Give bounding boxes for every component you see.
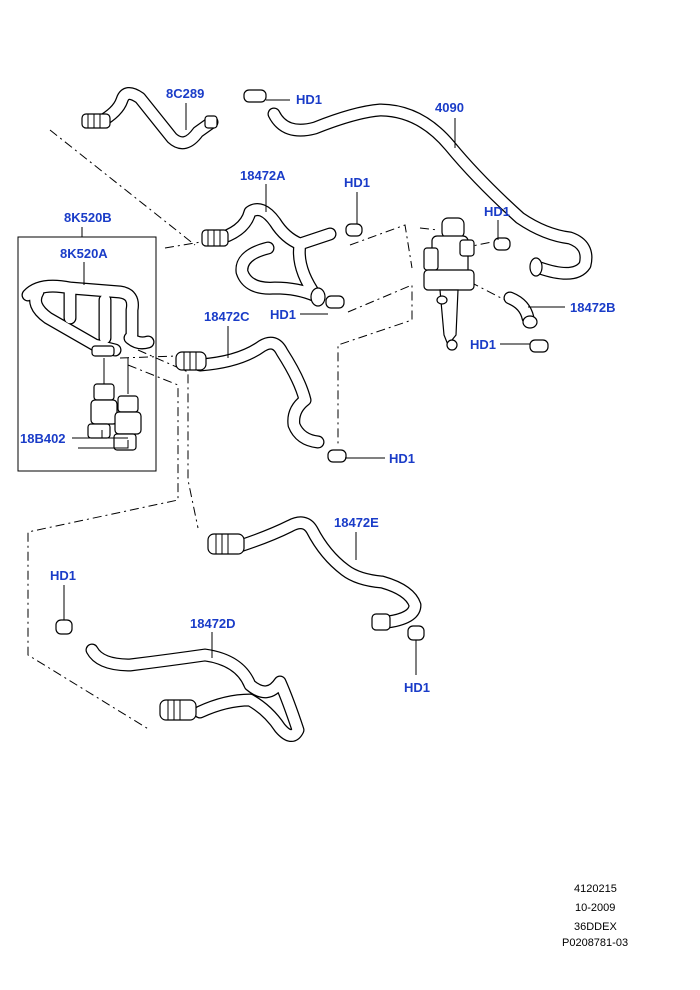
footer-line-4: P0208781-03 [562,937,628,949]
label-hd1[interactable]: HD1 [484,204,510,219]
label-hd1[interactable]: HD1 [296,92,322,107]
fitting-ribs [183,352,197,370]
hose-clip [204,115,218,129]
hd1-clamp[interactable] [325,295,345,309]
footer-line-1: 4120215 [574,883,617,895]
fitting-ribs [87,114,101,128]
hose-end-fitting [207,533,245,555]
hose-18472b[interactable] [503,291,538,329]
hd1-clamp[interactable] [327,449,347,463]
hose-18472e[interactable] [207,516,422,631]
leader-lines [63,99,565,675]
label-hd1[interactable]: HD1 [404,680,430,695]
label-18472e[interactable]: 18472E [334,515,379,530]
label-18472d[interactable]: 18472D [190,616,236,631]
valves-18b402[interactable] [87,358,142,451]
pump-valve-assembly[interactable] [423,217,475,351]
label-hd1[interactable]: HD1 [270,307,296,322]
hose-end-fitting [81,113,111,129]
hose-end-fitting [175,351,207,371]
hose-4090[interactable] [267,103,593,280]
footer-line-2: 10-2009 [575,902,615,914]
fitting-ribs [215,534,229,554]
label-8k520a[interactable]: 8K520A [60,246,108,261]
fitting-ribs [167,700,181,720]
hose-18472c[interactable] [175,336,325,449]
footer-line-3: 36DDEX [574,921,617,933]
hd1-clamp[interactable] [493,237,511,251]
label-18472c[interactable]: 18472C [204,309,250,324]
label-hd1[interactable]: HD1 [470,337,496,352]
hd1-clamp[interactable] [345,223,363,237]
hose-8c289[interactable] [81,87,219,150]
label-8c289[interactable]: 8C289 [166,86,204,101]
label-18b402[interactable]: 18B402 [20,431,66,446]
hose-18472a[interactable] [201,203,337,307]
label-hd1[interactable]: HD1 [344,175,370,190]
hose-18472d[interactable] [85,643,305,742]
label-hd1[interactable]: HD1 [50,568,76,583]
hd1-clamps [55,89,549,641]
hd1-clamp[interactable] [55,619,73,635]
fitting-ribs [207,230,221,246]
hose-end-fitting [201,229,229,247]
footer-reference: 4120215 10-2009 36DDEX P0208781-03 [562,883,628,949]
label-18472a[interactable]: 18472A [240,168,286,183]
label-hd1[interactable]: HD1 [389,451,415,466]
label-4090[interactable]: 4090 [435,100,464,115]
hd1-clamp[interactable] [407,625,425,641]
hd1-clamp[interactable] [243,89,267,103]
label-18472b[interactable]: 18472B [570,300,616,315]
hose-8k520a[interactable] [21,279,155,357]
hose-clip [91,345,115,357]
hose-end-fitting [159,699,197,721]
label-8k520b[interactable]: 8K520B [64,210,112,225]
box-8k520b [17,236,157,472]
hd1-clamp[interactable] [529,339,549,353]
